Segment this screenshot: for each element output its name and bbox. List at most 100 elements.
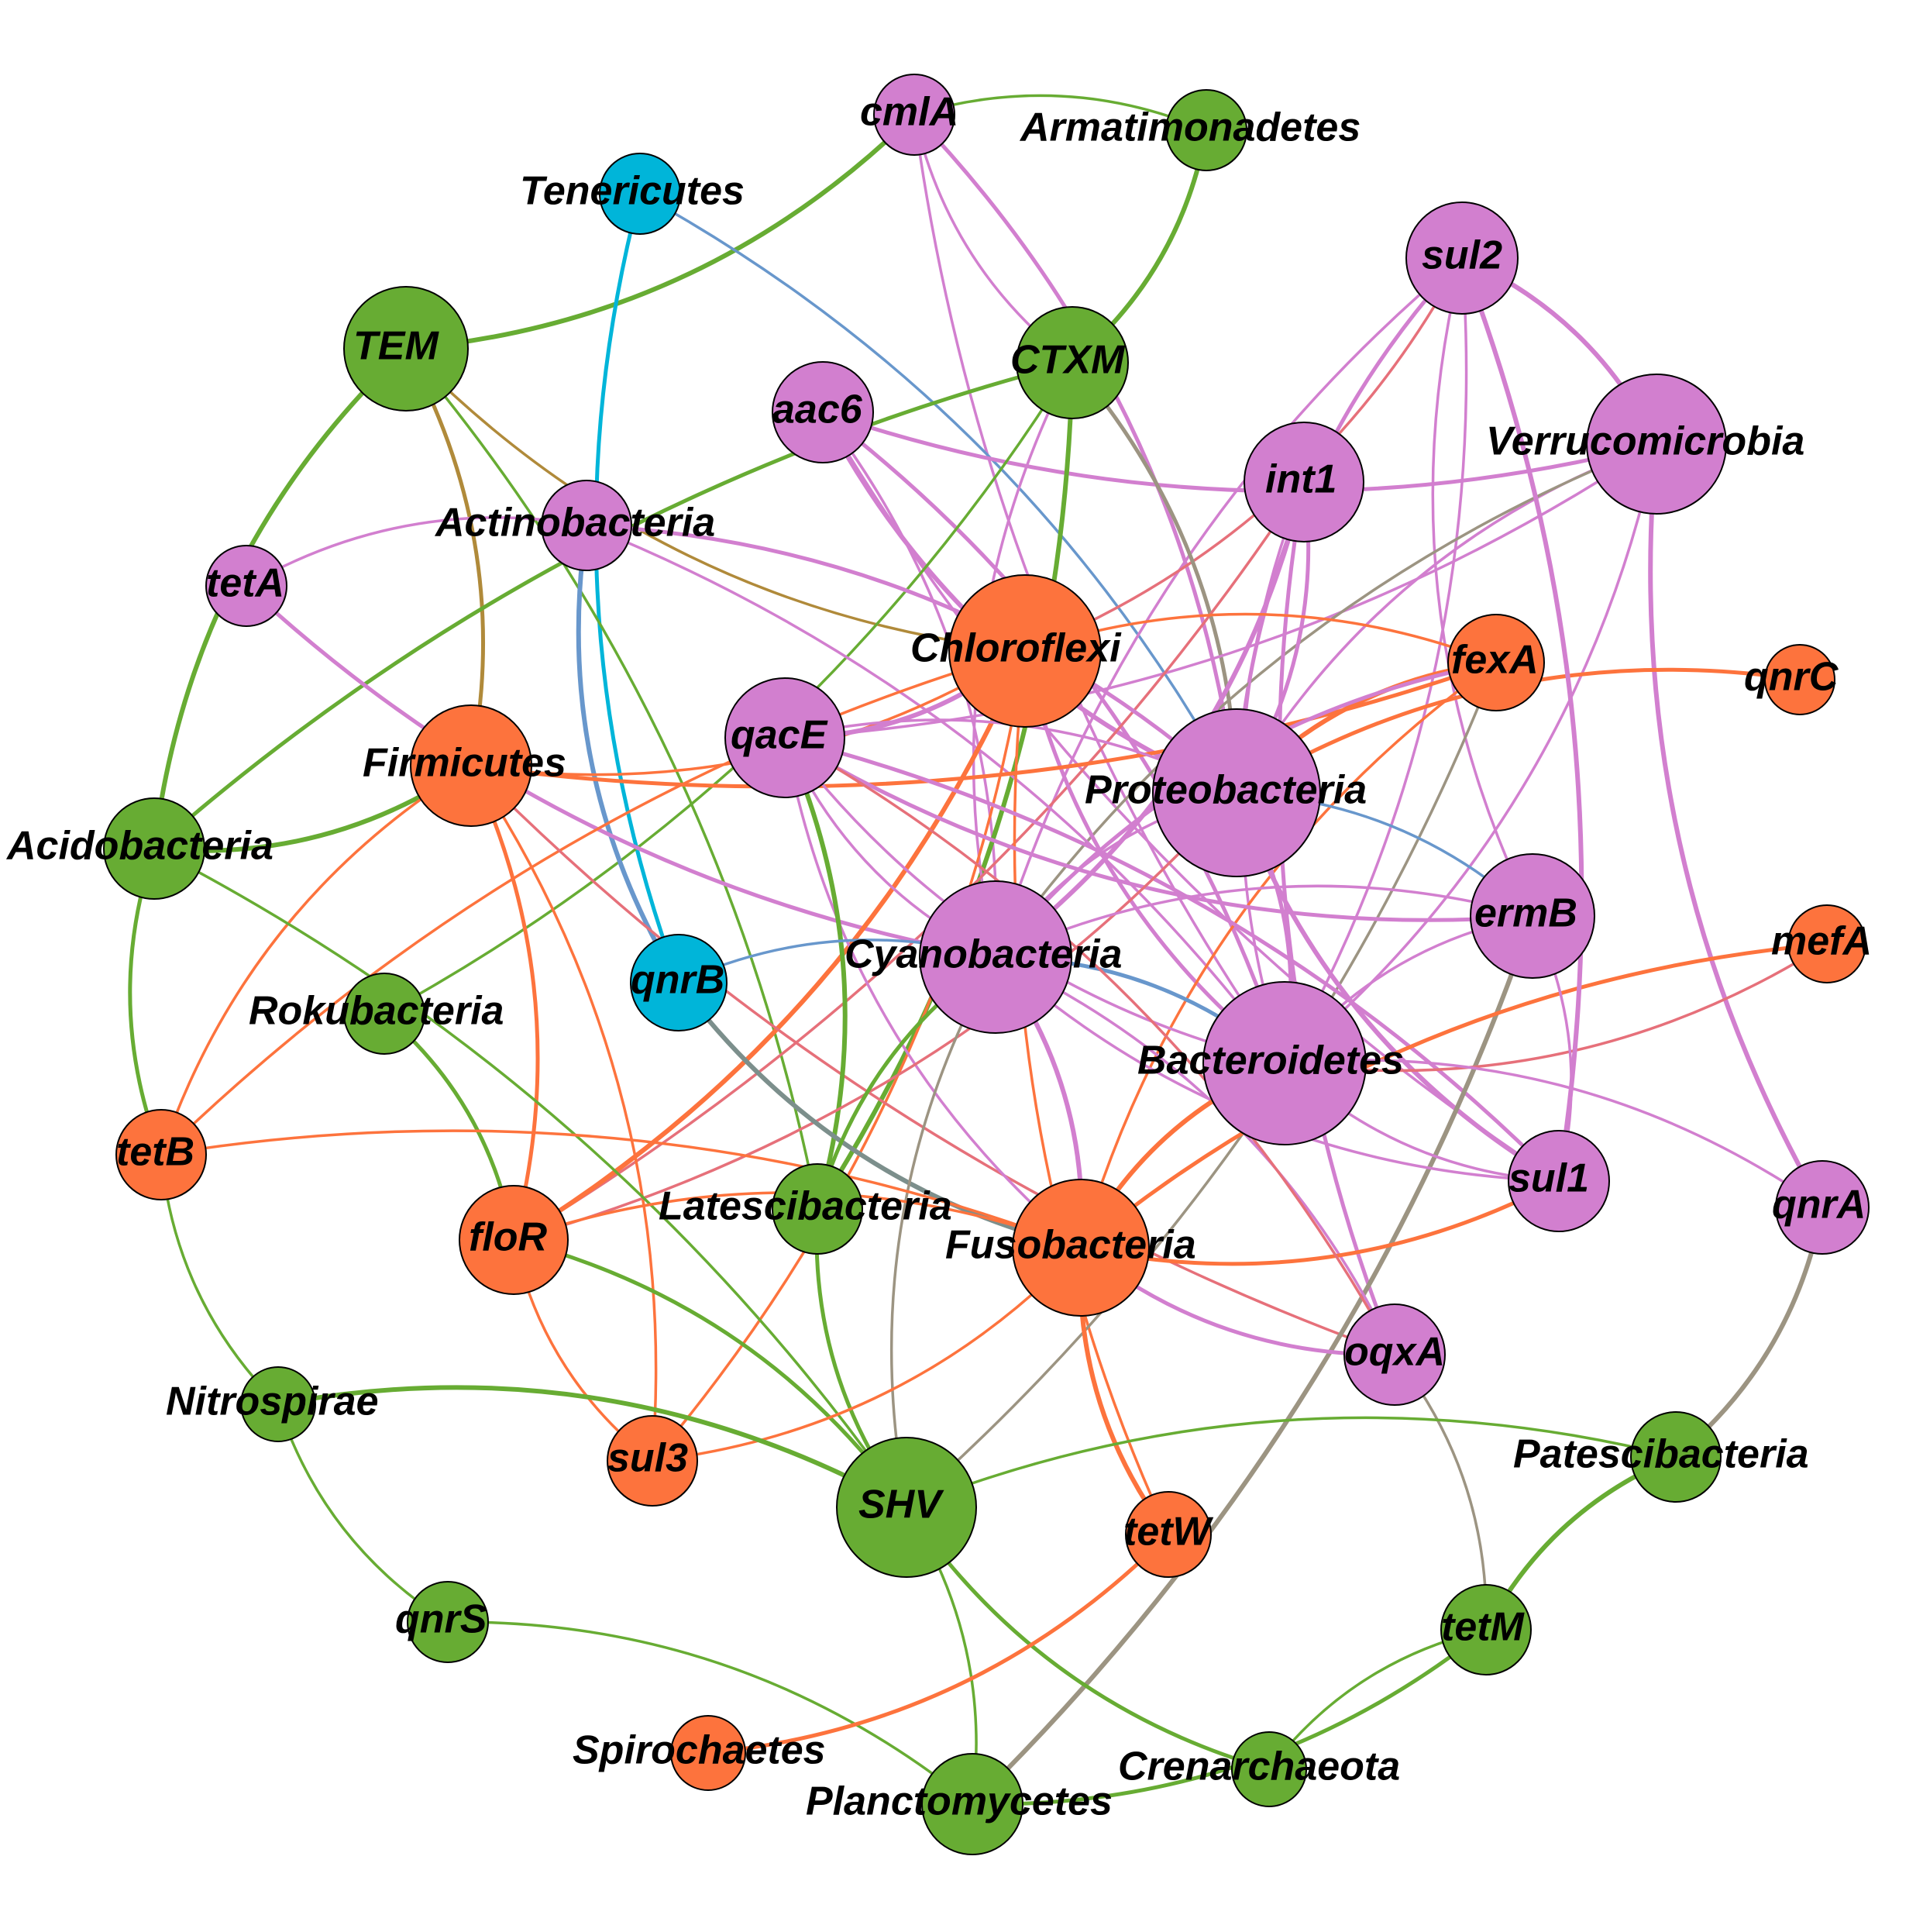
edge-Tenericutes-Proteobacteria <box>639 192 1238 794</box>
node-circle-sul3 <box>607 1415 698 1507</box>
edge-ermB-Planctomycetes <box>970 915 1535 1806</box>
node-label-qnrA: qnrA <box>1772 1183 1866 1228</box>
edge-CTXM-Latescibacteria <box>815 362 1075 1211</box>
node-label-Fusobacteria: Fusobacteria <box>945 1223 1196 1268</box>
node-circle-qacE <box>724 677 845 798</box>
edge-fexA-Firmicutes <box>470 660 1497 789</box>
node-label-qacE: qacE <box>731 713 828 758</box>
node-label-floR: floR <box>469 1215 548 1260</box>
edge-Nitrospirae-SHV <box>277 1385 908 1510</box>
node-label-sul3: sul3 <box>607 1436 688 1481</box>
node-qnrA: qnrA <box>1772 1160 1870 1255</box>
node-label-tetB: tetB <box>116 1130 194 1175</box>
node-TEM: TEM <box>343 286 469 412</box>
edge-Firmicutes-sul3 <box>470 765 658 1462</box>
edge-Bacteroidetes-qnrA <box>1284 1059 1823 1209</box>
node-label-Verrucomicrobia: Verrucomicrobia <box>1486 419 1804 464</box>
node-circle-Proteobacteria <box>1152 708 1321 877</box>
node-label-Chloroflexi: Chloroflexi <box>910 626 1122 671</box>
node-label-Planctomycetes: Planctomycetes <box>806 1779 1113 1824</box>
node-sul2: sul2 <box>1405 201 1519 315</box>
node-Armatimonadetes: Armatimonadetes <box>1019 89 1361 171</box>
node-circle-mefA <box>1787 904 1866 983</box>
node-label-Armatimonadetes: Armatimonadetes <box>1019 105 1361 150</box>
node-label-Spirochaetes: Spirochaetes <box>573 1728 826 1773</box>
node-label-fexA: fexA <box>1451 638 1539 683</box>
edge-Firmicutes-floR <box>469 764 540 1241</box>
node-Actinobacteria: Actinobacteria <box>434 480 715 571</box>
node-Rokubacteria: Rokubacteria <box>249 973 504 1055</box>
edge-tetB-Fusobacteria <box>160 1129 1082 1249</box>
edge-qnrS-Planctomycetes <box>447 1620 974 1806</box>
node-label-cmlA: cmlA <box>860 90 958 135</box>
edge-qacE-Latescibacteria <box>783 736 848 1210</box>
node-circle-TEM <box>343 286 469 412</box>
node-label-int1: int1 <box>1265 457 1336 502</box>
edge-sul2-sul1 <box>1460 257 1584 1182</box>
node-circle-Chloroflexi <box>948 574 1102 728</box>
node-tetW: tetW <box>1123 1491 1214 1578</box>
edge-int1-oqxA <box>1277 481 1397 1355</box>
node-label-Firmicutes: Firmicutes <box>363 741 566 786</box>
node-Nitrospirae: Nitrospirae <box>166 1366 379 1442</box>
node-Firmicutes: Firmicutes <box>363 704 566 827</box>
edge-oqxA-qacE <box>784 736 1396 1355</box>
node-SHV: SHV <box>836 1437 977 1578</box>
node-circle-Actinobacteria <box>541 480 632 571</box>
edge-TEM-cmlA <box>405 112 917 351</box>
node-fexA: fexA <box>1447 614 1545 711</box>
node-circle-qnrA <box>1775 1160 1870 1255</box>
node-aac6: aac6 <box>772 361 874 463</box>
edge-Verrucomicrobia-Cyanobacteria <box>994 443 1657 959</box>
edge-Fusobacteria-sul3 <box>652 1246 1082 1462</box>
node-circle-tetA <box>205 545 287 627</box>
edge-Tenericutes-qnrB <box>593 193 681 983</box>
edge-TEM-Latescibacteria <box>404 347 819 1210</box>
node-oqxA: oqxA <box>1343 1303 1446 1406</box>
edge-Actinobacteria-Bacteroidetes <box>586 524 1286 1065</box>
node-label-Crenarchaeota: Crenarchaeota <box>1118 1744 1400 1789</box>
node-mefA: mefA <box>1771 904 1872 983</box>
node-label-Cyanobacteria: Cyanobacteria <box>845 932 1122 977</box>
edge-Verrucomicrobia-qnrA <box>1648 443 1825 1209</box>
node-circle-Armatimonadetes <box>1165 89 1247 171</box>
node-floR: floR <box>459 1185 569 1295</box>
node-label-TEM: TEM <box>353 324 439 369</box>
edge-Actinobacteria-tetA <box>246 516 587 587</box>
node-tetB: tetB <box>115 1109 207 1200</box>
edge-aac6-Bacteroidetes <box>821 411 1287 1064</box>
edge-floR-SHV <box>513 1238 909 1509</box>
node-Tenericutes: Tenericutes <box>520 153 745 235</box>
node-label-Nitrospirae: Nitrospirae <box>166 1379 379 1424</box>
node-Cyanobacteria: Cyanobacteria <box>845 880 1122 1034</box>
node-label-tetA: tetA <box>206 561 284 606</box>
node-qnrB: qnrB <box>630 934 728 1031</box>
node-label-Latescibacteria: Latescibacteria <box>659 1184 952 1229</box>
node-sul3: sul3 <box>607 1415 698 1507</box>
node-label-qnrB: qnrB <box>631 958 724 1003</box>
node-circle-sul1 <box>1508 1130 1610 1232</box>
node-circle-Acidobacteria <box>103 797 205 900</box>
node-label-mefA: mefA <box>1771 919 1872 964</box>
node-circle-Verrucomicrobia <box>1586 374 1727 515</box>
node-int1: int1 <box>1244 422 1364 542</box>
node-Verrucomicrobia: Verrucomicrobia <box>1486 374 1804 515</box>
node-tetA: tetA <box>205 545 287 627</box>
node-circle-SHV <box>836 1437 977 1578</box>
node-ermB: ermB <box>1470 853 1595 979</box>
node-circle-qnrC <box>1764 644 1835 715</box>
edge-Nitrospirae-qnrS <box>277 1403 449 1624</box>
node-Latescibacteria: Latescibacteria <box>659 1163 952 1255</box>
node-label-ermB: ermB <box>1474 891 1577 936</box>
node-circle-Nitrospirae <box>240 1366 316 1442</box>
edge-cmlA-Proteobacteria <box>913 113 1239 794</box>
node-Planctomycetes: Planctomycetes <box>806 1753 1113 1855</box>
node-circle-CTXM <box>1016 306 1129 419</box>
node-label-qnrS: qnrS <box>395 1597 487 1642</box>
node-label-Bacteroidetes: Bacteroidetes <box>1137 1038 1404 1083</box>
node-circle-Planctomycetes <box>921 1753 1023 1855</box>
node-sul1: sul1 <box>1508 1130 1610 1232</box>
edge-Chloroflexi-floR <box>512 649 1027 1242</box>
node-label-SHV: SHV <box>858 1483 944 1527</box>
